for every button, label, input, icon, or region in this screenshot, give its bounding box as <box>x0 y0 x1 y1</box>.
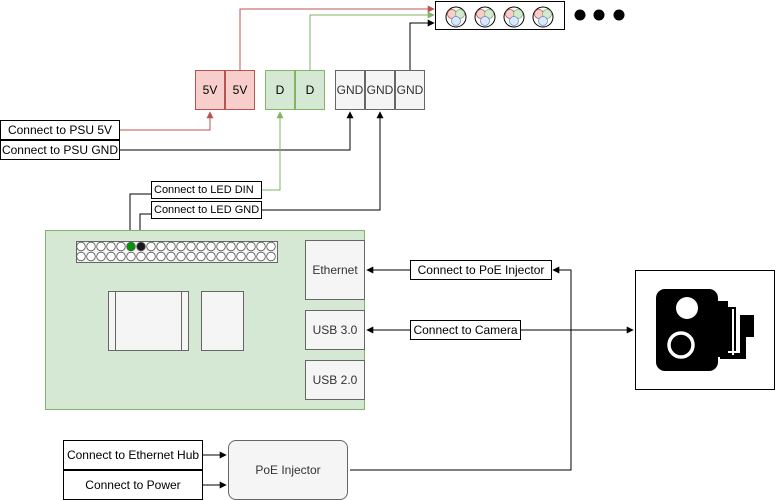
gpio-pin <box>106 241 116 252</box>
gpio-pin <box>256 251 266 262</box>
gpio-pin <box>176 251 186 262</box>
terminal-5v-b: 5V <box>225 70 255 110</box>
gpio-pin <box>206 241 216 252</box>
gpio-pin <box>266 251 276 262</box>
terminal-5v-a: 5V <box>195 70 225 110</box>
gpio-pin <box>236 251 246 262</box>
psu-5v-wire <box>120 111 214 131</box>
terminal-data-b: D <box>295 70 325 110</box>
terminal-gnd-c: GND <box>395 70 425 110</box>
gpio-pin <box>196 241 206 252</box>
gpio-pin <box>116 251 126 262</box>
terminal-gnd-b: GND <box>365 70 395 110</box>
led-data-wire <box>309 11 435 70</box>
gpio-pin <box>226 251 236 262</box>
gpio-pin <box>196 251 206 262</box>
speed-camera-icon <box>656 289 754 371</box>
poe-uplink <box>350 266 572 471</box>
gpio-pin <box>106 251 116 262</box>
din-pin-lead <box>126 193 152 239</box>
camera-label: Connect to Camera <box>410 320 521 340</box>
gpio-pin <box>266 241 276 252</box>
gpio-pin <box>96 241 106 252</box>
gpio-pin <box>246 241 256 252</box>
camera-frame <box>635 270 775 390</box>
gpio-pin-din <box>126 241 136 252</box>
gpio-pin <box>236 241 246 252</box>
rgb-led-icon <box>445 6 467 28</box>
led-5v-wire <box>239 5 435 70</box>
usb3-port: USB 3.0 <box>305 310 365 350</box>
usb2-port: USB 2.0 <box>305 360 365 400</box>
rgb-led-icon <box>503 6 525 28</box>
gpio-pin <box>126 251 136 262</box>
gpio-pin <box>146 251 156 262</box>
gpio-pin <box>146 241 156 252</box>
led-din-label: Connect to LED DIN <box>151 181 262 199</box>
continuation-dots <box>574 9 625 21</box>
gpio-pin <box>166 251 176 262</box>
gpio-pin <box>186 251 196 262</box>
led-pixels <box>445 6 554 28</box>
psu-5v-label: Connect to PSU 5V <box>0 120 120 140</box>
ethernet-hub-label: Connect to Ethernet Hub <box>63 440 203 470</box>
ram-chip <box>201 291 244 351</box>
gpio-pin <box>136 251 146 262</box>
terminal-gnd-a: GND <box>335 70 365 110</box>
poe-injector: PoE Injector <box>228 440 348 500</box>
gpio-pin <box>156 241 166 252</box>
gpio-pin <box>226 241 236 252</box>
gpio-pin-gnd <box>136 241 146 252</box>
gpio-pin <box>156 251 166 262</box>
poe-injector-label: Connect to PoE Injector <box>410 260 552 280</box>
terminal-data-a: D <box>265 70 295 110</box>
gpio-header <box>76 241 278 263</box>
gpio-pin <box>256 241 266 252</box>
gpio-pin <box>76 241 86 252</box>
gpio-pin <box>216 251 226 262</box>
led-strip <box>435 1 565 30</box>
gpio-pin <box>86 251 96 262</box>
gpio-pin <box>216 241 226 252</box>
soc-chip <box>108 291 189 351</box>
rgb-led-icon <box>474 6 496 28</box>
psu-gnd-label: Connect to PSU GND <box>0 140 120 160</box>
led-gnd-out-wire <box>409 19 435 70</box>
ethernet-port: Ethernet <box>305 240 365 300</box>
gpio-pin <box>86 241 96 252</box>
led-din-wire <box>262 111 284 191</box>
gpio-pin <box>246 251 256 262</box>
single-board-computer: Ethernet USB 3.0 USB 2.0 <box>45 230 365 410</box>
led-gnd-label: Connect to LED GND <box>151 201 262 219</box>
gpio-pin <box>116 241 126 252</box>
rgb-led-icon <box>532 6 554 28</box>
power-label: Connect to Power <box>63 470 203 500</box>
gpio-pin <box>206 251 216 262</box>
gpio-pin <box>186 241 196 252</box>
led-gnd-wire <box>262 111 384 211</box>
psu-gnd-wire <box>120 111 354 151</box>
gpio-pin <box>176 241 186 252</box>
gpio-pin <box>96 251 106 262</box>
gpio-pin <box>166 241 176 252</box>
gpio-pin <box>76 251 86 262</box>
